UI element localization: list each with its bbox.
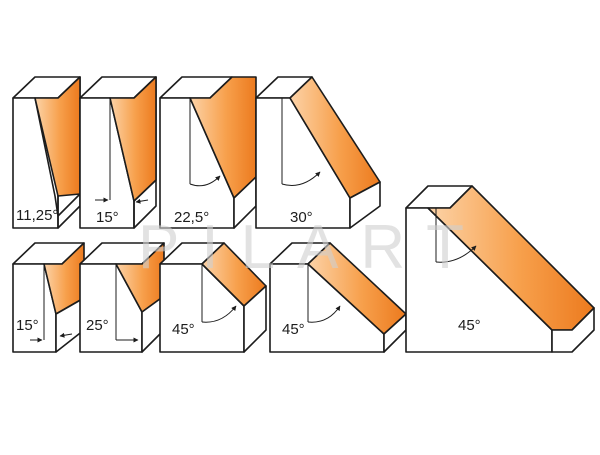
angle-label-45-large: 45° xyxy=(458,317,481,334)
angle-label-15-top: 15° xyxy=(96,209,119,226)
profile-block-30 xyxy=(255,76,381,229)
angle-label-30: 30° xyxy=(290,209,313,226)
profile-block-15-bottom xyxy=(12,242,85,353)
angle-label-15-bottom: 15° xyxy=(16,317,39,334)
profile-block-45-large xyxy=(405,185,595,353)
profile-block-45-a xyxy=(159,242,267,353)
profile-block-11-25 xyxy=(12,76,81,229)
profile-block-25 xyxy=(79,242,165,353)
angle-label-25: 25° xyxy=(86,317,109,334)
angle-label-45-a: 45° xyxy=(172,321,195,338)
angle-label-45-b: 45° xyxy=(282,321,305,338)
watermark: PILART xyxy=(138,213,486,282)
angle-label-11-25: 11,25° xyxy=(16,207,58,224)
angle-label-22-5: 22,5° xyxy=(174,209,209,226)
profile-block-22-5 xyxy=(159,76,257,229)
profile-block-15-top xyxy=(79,76,157,229)
